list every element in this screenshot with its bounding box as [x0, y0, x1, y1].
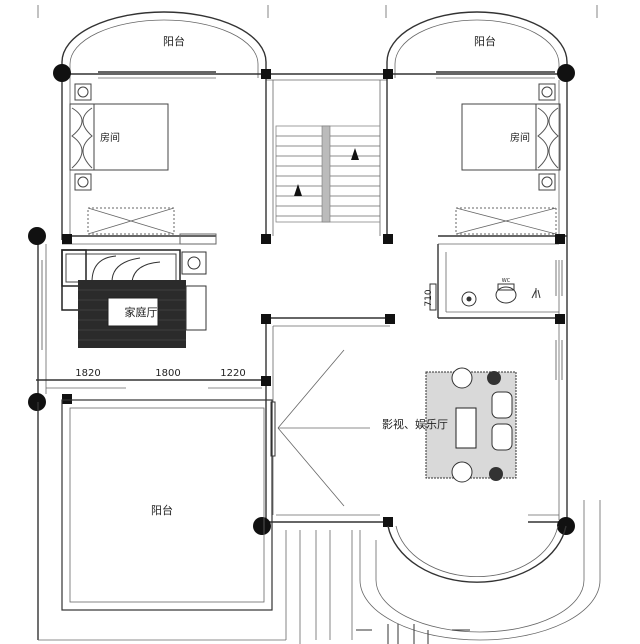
entrance-steps: [285, 530, 353, 640]
dimension-label: 1820: [75, 368, 100, 379]
family-hall-furniture: [61, 233, 217, 348]
window-right: [555, 340, 563, 380]
room-label-balcony-top-left: 阳台: [163, 34, 185, 48]
stair-arrow-up-icon: [294, 184, 302, 196]
structural-columns: [28, 64, 575, 535]
balcony-arch-top-left: [61, 11, 267, 78]
door-arc-av-hall: [270, 349, 370, 507]
room-label-av-hall: 影视、娱乐厅: [382, 417, 448, 431]
balcony-arch-top-right: [386, 11, 568, 78]
bottom-edge-marks: [299, 624, 470, 644]
room-label-bedroom-right: 房间: [510, 131, 530, 144]
top-axis-ticks: [37, 5, 598, 18]
av-hall-furniture: [425, 367, 517, 483]
room-label-balcony-top-right: 阳台: [474, 34, 496, 48]
wc-fixtures: [429, 260, 563, 311]
bedroom-right-furniture: [455, 83, 561, 235]
bedroom-left-furniture: [69, 83, 175, 235]
stair-arrow-down-icon: [351, 148, 359, 160]
dimension-label: 710: [424, 289, 434, 306]
balcony-bottom-left: [37, 399, 286, 641]
balcony-bay-bottom-right: [359, 500, 601, 641]
staircase: [275, 125, 381, 223]
room-label-bedroom-left: 房间: [100, 131, 120, 144]
dimension-label: 1800: [155, 368, 180, 379]
window-left: [41, 260, 47, 350]
dimension-label: 1220: [220, 368, 245, 379]
room-label-balcony-bottom: 阳台: [151, 503, 173, 517]
room-label-family-hall: 家庭厅: [125, 305, 158, 319]
room-label-wc: WC: [502, 278, 511, 284]
